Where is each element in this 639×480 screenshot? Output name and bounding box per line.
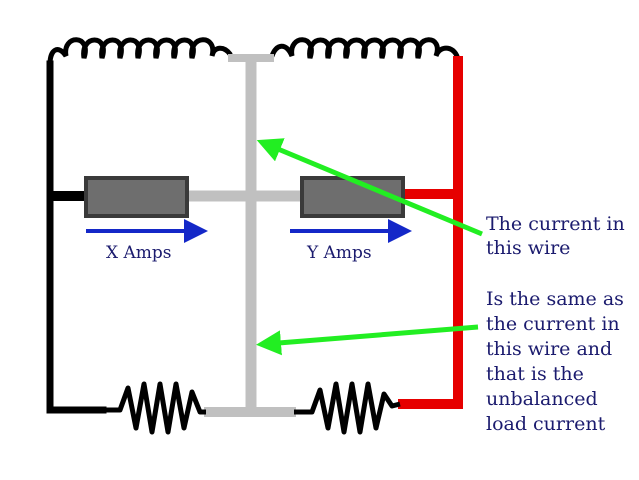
x-amps-label: X Amps bbox=[106, 243, 172, 263]
note-bottom-line: this wire and bbox=[486, 338, 613, 360]
note-bottom: Is the same as the current in this wire … bbox=[486, 287, 624, 437]
top-right-coil bbox=[269, 37, 461, 63]
red-wire-right bbox=[398, 56, 463, 409]
black-wire-left bbox=[46, 60, 107, 414]
resistor-left bbox=[84, 176, 189, 218]
y-amps-label: Y Amps bbox=[307, 243, 372, 263]
note-bottom-line: that is the bbox=[486, 363, 584, 385]
note-bottom-line: the current in bbox=[486, 313, 620, 335]
green-pointer-bottom bbox=[256, 324, 479, 356]
bottom-left-resistor bbox=[100, 381, 206, 435]
note-top: The current in this wire bbox=[486, 212, 625, 260]
note-top-line: The current in bbox=[486, 213, 625, 235]
bottom-right-resistor bbox=[294, 381, 401, 435]
top-left-coil bbox=[47, 37, 233, 67]
note-bottom-line: load current bbox=[486, 413, 606, 435]
note-top-line: this wire bbox=[486, 237, 571, 259]
green-pointer-top bbox=[256, 138, 483, 237]
note-bottom-line: Is the same as bbox=[486, 288, 624, 310]
note-bottom-line: unbalanced bbox=[486, 388, 598, 410]
